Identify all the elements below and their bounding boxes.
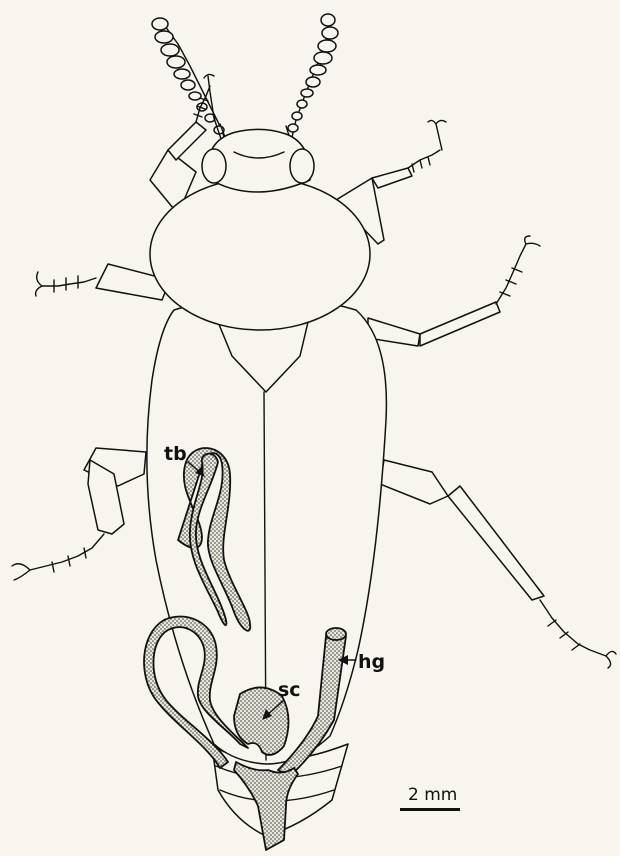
left-hind-leg <box>12 448 146 580</box>
label-hg-text: hg <box>358 651 385 673</box>
scale-bar-label: 2 mm <box>408 785 457 805</box>
scale-bar: 2 mm <box>400 785 460 811</box>
hindgut-opening <box>326 628 346 640</box>
left-middle-leg <box>36 264 170 300</box>
pronotum <box>150 178 370 330</box>
head <box>202 129 314 192</box>
right-antenna <box>288 14 338 146</box>
label-sc-text: sc <box>278 679 301 701</box>
label-tb-text: tb <box>164 443 187 465</box>
right-middle-leg <box>368 236 540 346</box>
scale-bar-line <box>400 808 460 811</box>
right-hind-leg <box>380 460 616 668</box>
